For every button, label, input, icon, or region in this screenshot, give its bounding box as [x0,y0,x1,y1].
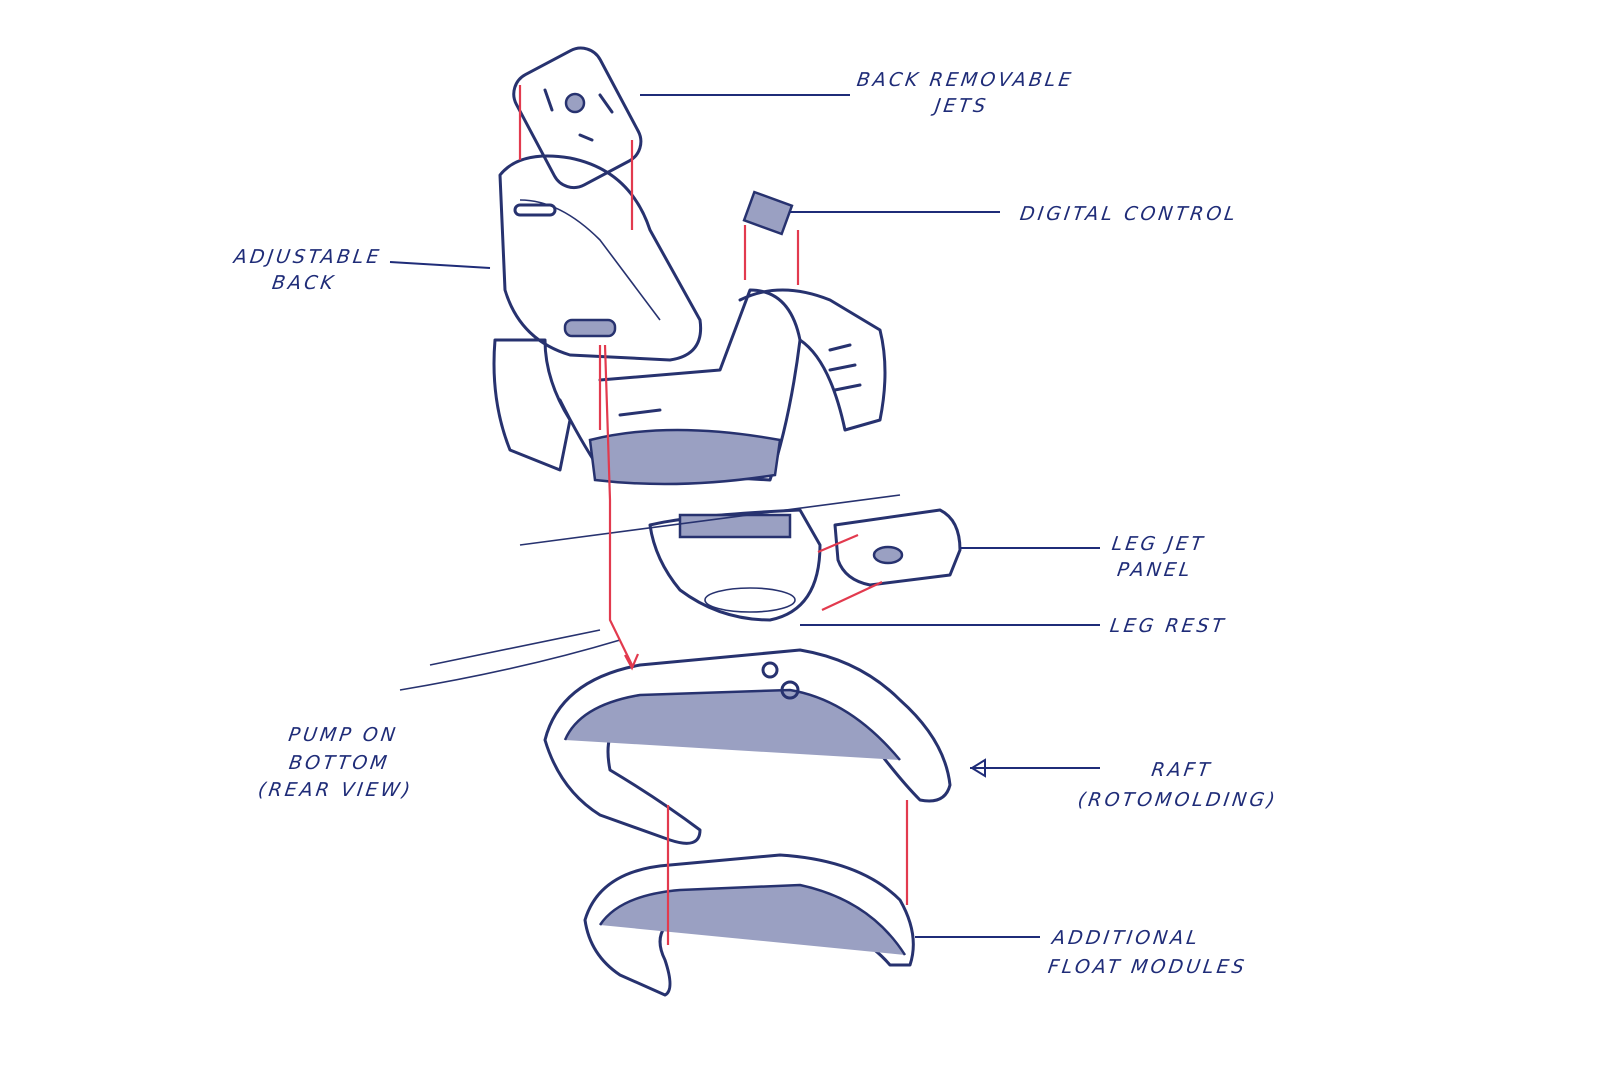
leader-lines [389,94,1100,938]
label-line: PANEL [1115,558,1195,581]
label-leg-rest: LEG REST [1108,614,1228,640]
label-line: DIGITAL CONTROL [1018,203,1240,225]
label-raft: RAFT (ROTOMOLDING) [1076,755,1284,816]
label-line: (ROTOMOLDING) [1076,789,1280,812]
label-back-removable-jets: BACK REMOVABLE JETS [851,68,1075,119]
back-jets-panel [512,46,643,190]
label-line: BOTTOM [287,751,392,774]
float-modules [583,853,915,997]
label-line: (REAR VIEW) [256,779,415,802]
leg-jet-panel [833,508,962,587]
label-adjustable-back: ADJUSTABLE BACK [228,245,383,296]
seat-body [492,288,887,486]
label-line: ADJUSTABLE [232,246,384,268]
label-line: BACK REMOVABLE [855,69,1076,91]
label-additional-float-modules: ADDITIONAL FLOAT MODULES [1046,924,1253,983]
digital-control [742,190,794,236]
label-leg-jet-panel: LEG JET PANEL [1106,532,1207,583]
assembly-arrows [518,85,909,945]
label-line: LEG JET [1110,533,1208,555]
label-line: BACK [270,271,338,294]
label-line: ADDITIONAL [1050,927,1202,949]
raft [543,648,952,845]
label-pump-on-bottom: PUMP ON BOTTOM (REAR VIEW) [256,722,422,805]
label-line: PUMP ON [287,724,400,746]
label-line: FLOAT MODULES [1046,956,1249,979]
adjustable-back [498,154,703,362]
label-line: JETS [933,94,990,117]
label-line: LEG REST [1108,615,1228,637]
leg-rest [648,508,822,622]
label-line: RAFT [1150,759,1214,781]
label-digital-control: DIGITAL CONTROL [1018,202,1240,228]
